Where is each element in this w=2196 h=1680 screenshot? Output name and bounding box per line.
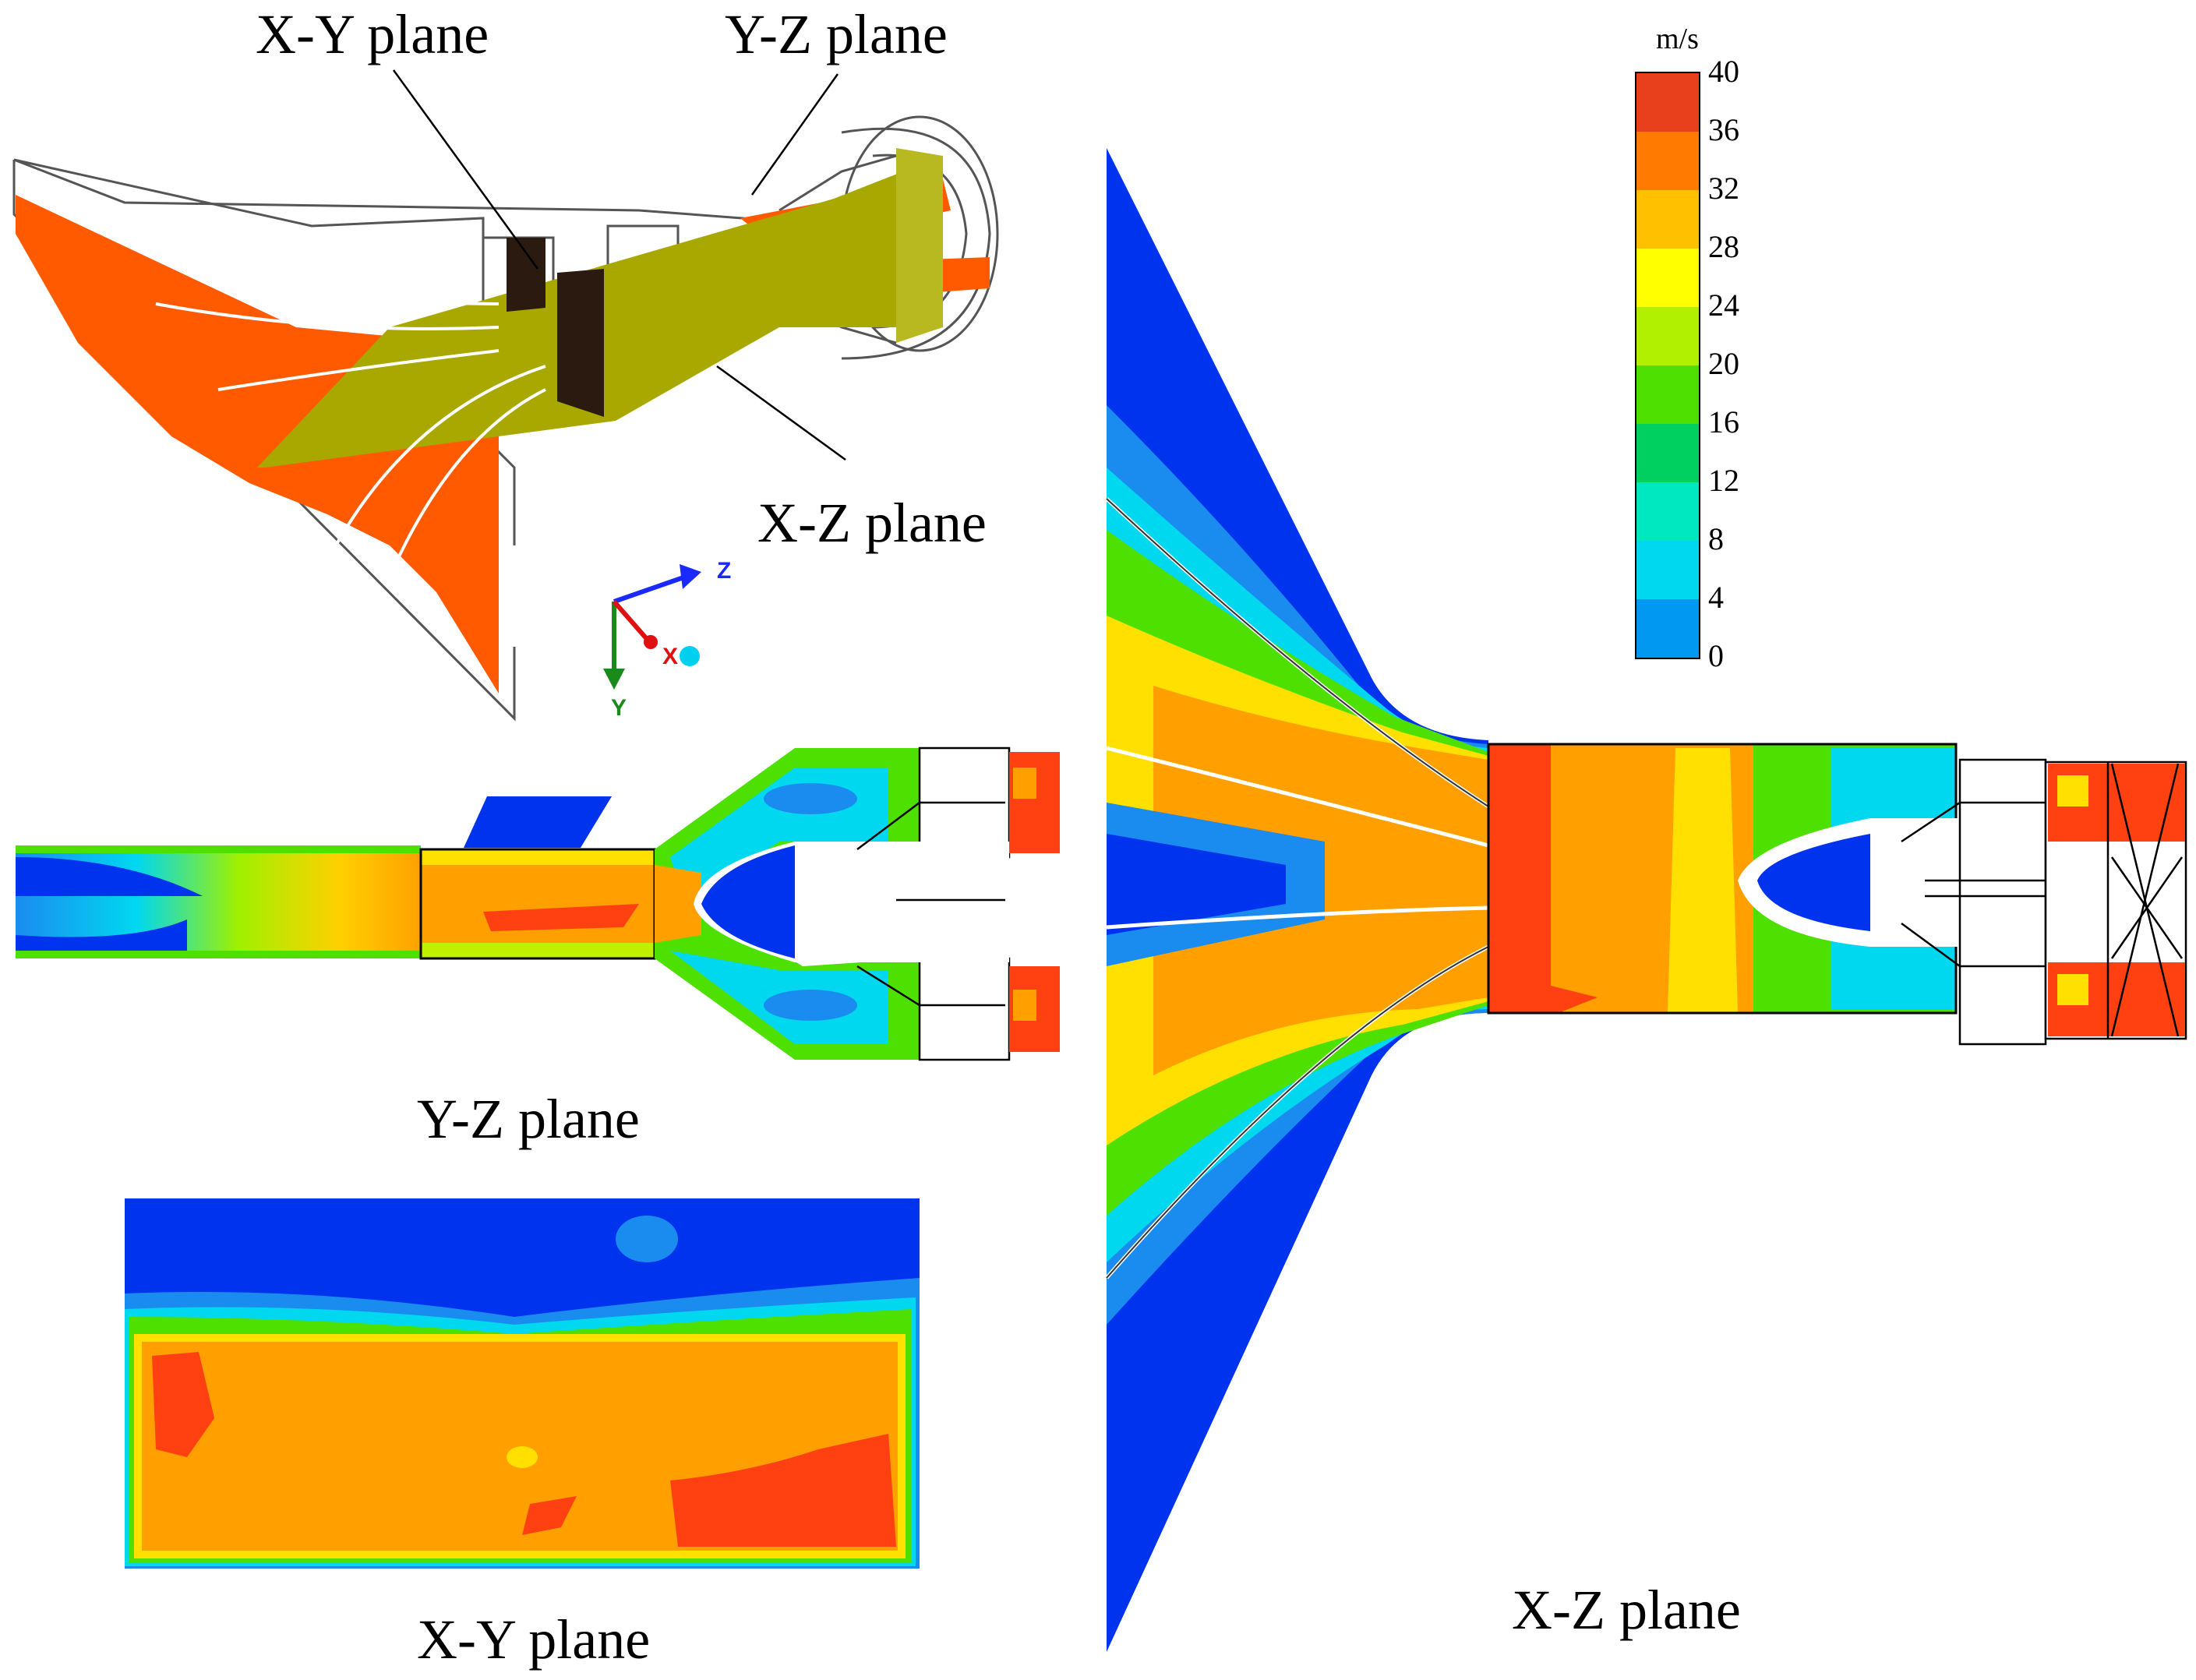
colorbar-swatch [1636,73,1699,132]
axis-triad: Z Y X [603,558,731,721]
yz-plane-contour [16,746,1060,1061]
axis-y-label: Y [611,695,627,721]
colorbar-swatch [1636,482,1699,541]
colorbar-tick-label: 12 [1708,463,1739,498]
colorbar-swatch [1636,132,1699,190]
iso-xy-plane-label: X-Y plane [256,3,489,65]
yz-plane-label: Y-Z plane [417,1088,640,1150]
guide-vanes [116,232,546,577]
iso-yz-plane-label: Y-Z plane [725,3,948,65]
colorbar-tick-label: 4 [1708,580,1724,615]
colorbar-swatch [1636,190,1699,249]
colorbar-unit: m/s [1656,23,1699,55]
colorbar [1635,72,1700,659]
colorbar-tick-label: 32 [1708,171,1739,206]
colorbar-swatch [1636,424,1699,482]
isometric-geometry-view: Z Y X [12,69,999,722]
axis-z-label: Z [717,558,731,584]
iso-xz-plane-label: X-Z plane [757,492,987,554]
xy-plane-surface [507,238,604,417]
colorbar-tick-label: 40 [1708,54,1739,89]
colorbar-tick-label: 16 [1708,404,1739,439]
axis-x-label: X [662,644,678,669]
colorbar-swatch [1636,365,1699,424]
colorbar-swatches [1636,73,1699,658]
colorbar-tick-label: 8 [1708,521,1724,556]
colorbar-tick-label: 36 [1708,112,1739,147]
xy-plane-label: X-Y plane [417,1608,651,1671]
colorbar-tick-label: 0 [1708,638,1724,673]
colorbar-tick-label: 24 [1708,288,1739,323]
colorbar-swatch [1636,249,1699,307]
colorbar-swatch [1636,541,1699,599]
colorbar-swatch [1636,599,1699,658]
colorbar-tick-label: 28 [1708,229,1739,264]
colorbar-swatch [1636,307,1699,365]
colorbar-tick-label: 20 [1708,346,1739,381]
label-leaders [392,69,846,461]
xz-plane-label: X-Z plane [1512,1579,1741,1641]
xy-plane-contour [125,1198,920,1569]
